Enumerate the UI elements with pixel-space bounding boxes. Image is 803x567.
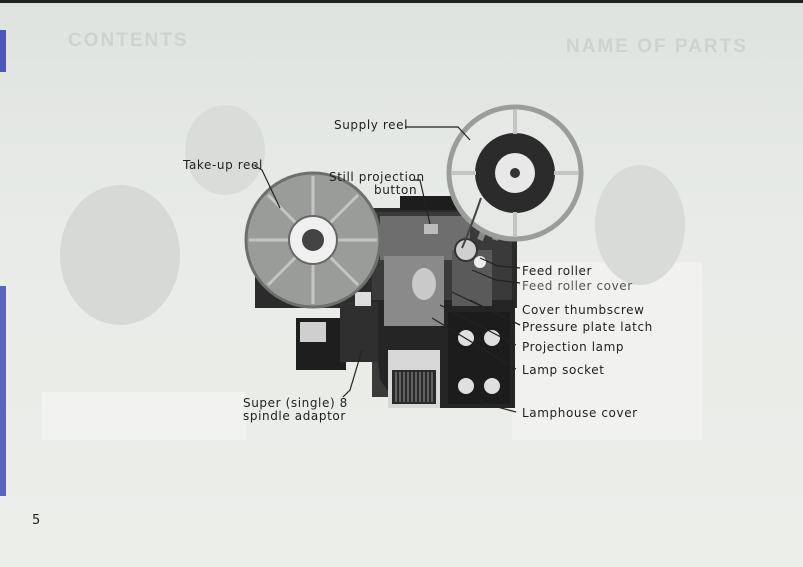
ghost-shape	[185, 105, 265, 195]
label-spindle-line1: Super (single) 8	[243, 396, 348, 410]
page-number: 5	[32, 513, 41, 528]
label-still-projection: Still projection	[329, 170, 425, 184]
label-panel-left	[42, 392, 246, 440]
label-projection-lamp: Projection lamp	[522, 340, 625, 354]
ghost-heading-left: CONTENTS	[68, 30, 189, 51]
supply-reel	[446, 104, 584, 242]
top-border	[0, 0, 803, 3]
label-spindle-line2: spindle adaptor	[243, 409, 346, 423]
label-panel-right	[512, 262, 702, 440]
edge-tab-top	[0, 30, 6, 72]
feed-roller-mechanism	[452, 238, 492, 306]
projection-lamp-bulb	[412, 268, 436, 300]
label-pressure-plate-latch: Pressure plate latch	[522, 320, 653, 334]
take-up-reel	[244, 171, 382, 309]
ghost-reel-right	[595, 165, 685, 285]
label-lamphouse-cover: Lamphouse cover	[522, 406, 638, 420]
film-path	[461, 197, 482, 249]
edge-tab-bottom	[0, 286, 6, 496]
label-lamp-socket: Lamp socket	[522, 363, 605, 377]
lamp-socket-block	[448, 312, 510, 404]
label-supply-reel: Supply reel	[334, 118, 409, 132]
label-feed-roller: Feed roller	[522, 264, 593, 278]
label-still-projection-button: button	[374, 183, 418, 197]
ghost-heading-right: NAME OF PARTS	[566, 36, 748, 57]
label-cover-thumbscrew: Cover thumbscrew	[522, 303, 645, 317]
ghost-reel-left	[60, 185, 180, 325]
leader-lines	[254, 126, 521, 413]
lamphouse-grille	[388, 350, 440, 408]
label-take-up-reel: Take-up reel	[183, 158, 263, 172]
label-feed-roller-cover: Feed roller cover	[522, 279, 633, 293]
